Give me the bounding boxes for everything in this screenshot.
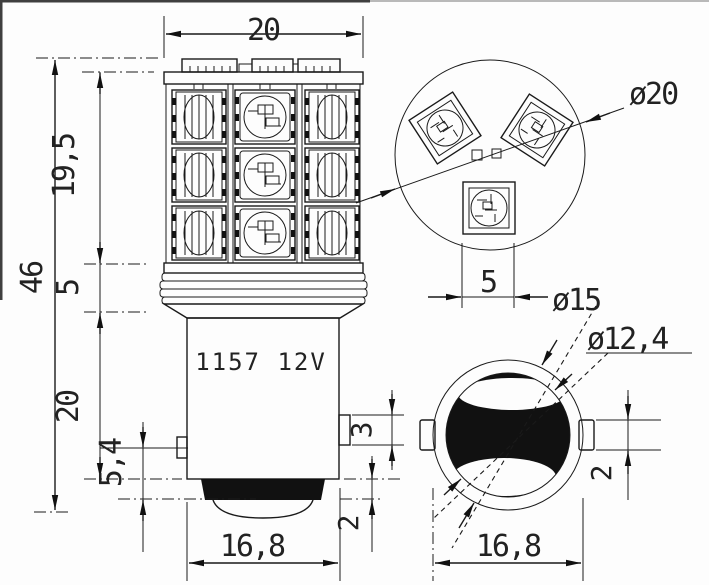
dim-base-step: 2	[332, 516, 365, 531]
top-led-upper-left	[408, 91, 482, 165]
bottom-pin-left	[419, 419, 436, 451]
dim-top-width: 20	[247, 13, 280, 48]
bayonet-pin-right	[338, 414, 351, 446]
led-front-r1c2	[234, 89, 296, 145]
dim-collar-height: 5	[51, 280, 86, 296]
bottom-view: ø15 ø12,4 16,8 2	[419, 283, 692, 581]
dim-total-height: 46	[15, 261, 50, 294]
top-view: ø20 5	[355, 59, 680, 308]
dim-pin-height: 3	[345, 423, 378, 438]
top-led-bottom	[462, 181, 516, 235]
side-view-dimensions: 20 46 19,5 5 20 5,4 3	[15, 13, 404, 581]
product-label: 1157 12V	[195, 348, 327, 376]
scan-border	[0, 0, 709, 300]
dim-flange-width: 16,8	[476, 529, 541, 564]
dim-led-size: 5	[480, 265, 496, 300]
dim-pin-offset: 5,4	[94, 438, 129, 487]
dim-flange-diameter: ø15	[552, 283, 600, 318]
head-outline	[394, 59, 586, 251]
led-tower	[165, 84, 361, 263]
led-side-r1c1	[171, 89, 227, 145]
dim-head-diameter: ø20	[629, 77, 678, 112]
ribbed-collar	[159, 262, 368, 319]
bulb-body: 1157 12V	[176, 317, 351, 480]
dim-body-diameter: 16,8	[220, 529, 285, 564]
led-side-r1c3	[304, 89, 360, 145]
center-pad-right	[491, 148, 502, 159]
side-view: 1157 12V	[159, 58, 368, 519]
top-led-packages	[181, 58, 341, 73]
led-side-r2c1	[171, 147, 227, 203]
bottom-pin-right	[578, 419, 595, 451]
dim-body-height: 20	[51, 390, 86, 423]
led-side-r2c3	[304, 147, 360, 203]
led-front-r2c2	[234, 147, 296, 203]
base-contact-pattern	[445, 372, 571, 498]
led-front-r3c2	[234, 205, 296, 261]
dim-base-diameter: ø12,4	[587, 322, 668, 357]
led-side-r3c1	[171, 205, 227, 261]
flange-outline	[432, 359, 584, 511]
dim-led-tower-height: 19,5	[47, 134, 82, 198]
led-side-r3c3	[304, 205, 360, 261]
bulb-base	[201, 479, 325, 519]
top-plate	[163, 71, 364, 85]
dim-pin-size: 2	[585, 466, 618, 481]
